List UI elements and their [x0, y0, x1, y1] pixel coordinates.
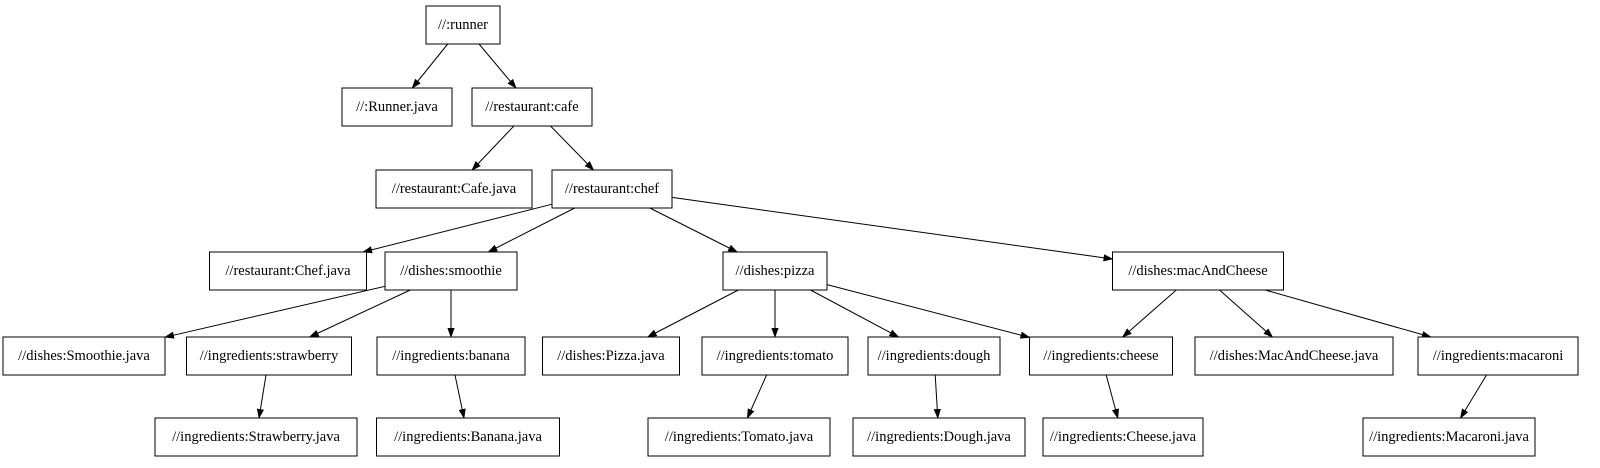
- graph-node-cheese: //ingredients:cheese: [1029, 336, 1173, 376]
- graph-node-dough: //ingredients:dough: [867, 336, 1001, 376]
- node-label-tomato: //ingredients:tomato: [717, 348, 834, 364]
- graph-edge-chef-to-pizza: [649, 207, 739, 253]
- node-label-pizza_java: //dishes:Pizza.java: [557, 348, 665, 364]
- graph-edge-chef-to-chef_java: [362, 203, 553, 254]
- node-label-pizza: //dishes:pizza: [736, 263, 815, 279]
- node-label-banana_java: //ingredients:Banana.java: [394, 429, 542, 445]
- graph-edge-pizza-to-dough: [810, 289, 900, 338]
- node-label-chef_java: //restaurant:Chef.java: [225, 263, 351, 279]
- graph-edge-smoothie-to-strawberry: [308, 289, 411, 338]
- graph-edge-macandcheese-to-macandcheese_java: [1219, 289, 1274, 338]
- node-label-tomato_java: //ingredients:Tomato.java: [665, 429, 814, 445]
- graph-edge-cafe-to-chef: [550, 125, 595, 171]
- graph-node-runner: //:runner: [425, 5, 501, 45]
- node-label-macandcheese_java: //dishes:MacAndCheese.java: [1210, 348, 1379, 364]
- node-box-smoothie_java: [2, 336, 166, 376]
- node-box-runner_java: [341, 87, 453, 127]
- node-box-chef: [551, 169, 673, 209]
- node-label-macandcheese: //dishes:macAndCheese: [1128, 263, 1267, 279]
- node-box-cafe_java: [375, 169, 533, 209]
- graph-node-cafe_java: //restaurant:Cafe.java: [375, 169, 533, 209]
- graph-edge-runner-to-runner_java: [411, 43, 449, 89]
- node-label-macaroni_java: //ingredients:Macaroni.java: [1369, 429, 1529, 445]
- node-label-strawberry_java: //ingredients:Strawberry.java: [172, 429, 340, 445]
- node-label-cheese: //ingredients:cheese: [1043, 348, 1158, 364]
- graph-node-macaroni_java: //ingredients:Macaroni.java: [1362, 417, 1536, 457]
- graph-edge-macandcheese-to-macaroni: [1264, 289, 1432, 339]
- node-label-smoothie_java: //dishes:Smoothie.java: [18, 348, 150, 364]
- node-box-pizza: [722, 251, 828, 291]
- graph-node-tomato: //ingredients:tomato: [701, 336, 849, 376]
- node-label-chef: //restaurant:chef: [565, 181, 659, 197]
- node-box-strawberry_java: [154, 417, 358, 457]
- node-box-cafe: [471, 87, 593, 127]
- node-label-cafe_java: //restaurant:Cafe.java: [392, 181, 517, 197]
- node-box-runner: [425, 5, 501, 45]
- graph-node-smoothie: //dishes:smoothie: [384, 251, 518, 291]
- node-label-macaroni: //ingredients:macaroni: [1433, 348, 1563, 364]
- node-label-cafe: //restaurant:cafe: [485, 99, 578, 115]
- graph-node-cheese_java: //ingredients:Cheese.java: [1042, 417, 1204, 457]
- graph-node-strawberry_java: //ingredients:Strawberry.java: [154, 417, 358, 457]
- graph-node-macandcheese_java: //dishes:MacAndCheese.java: [1194, 336, 1394, 376]
- graph-node-macaroni: //ingredients:macaroni: [1417, 336, 1579, 376]
- node-box-strawberry: [186, 336, 352, 376]
- graph-edge-strawberry-to-strawberry_java: [256, 374, 267, 419]
- graph-node-cafe: //restaurant:cafe: [471, 87, 593, 127]
- graph-node-strawberry: //ingredients:strawberry: [186, 336, 352, 376]
- node-label-dough_java: //ingredients:Dough.java: [867, 429, 1011, 445]
- graph-node-banana: //ingredients:banana: [376, 336, 526, 376]
- node-box-pizza_java: [542, 336, 680, 376]
- graph-node-macandcheese: //dishes:macAndCheese: [1112, 251, 1284, 291]
- graph-node-tomato_java: //ingredients:Tomato.java: [647, 417, 831, 457]
- node-box-macandcheese_java: [1194, 336, 1394, 376]
- node-box-cheese_java: [1042, 417, 1204, 457]
- graph-edge-macandcheese-to-cheese: [1121, 289, 1177, 338]
- node-box-smoothie: [384, 251, 518, 291]
- graph-edge-pizza-to-pizza_java: [646, 289, 739, 338]
- node-box-dough: [867, 336, 1001, 376]
- node-label-runner: //:runner: [438, 17, 488, 33]
- graph-node-chef: //restaurant:chef: [551, 169, 673, 209]
- node-label-banana: //ingredients:banana: [392, 348, 510, 364]
- graph-node-chef_java: //restaurant:Chef.java: [209, 251, 367, 291]
- graph-node-banana_java: //ingredients:Banana.java: [376, 417, 560, 457]
- node-box-cheese: [1029, 336, 1173, 376]
- node-box-tomato_java: [647, 417, 831, 457]
- graph-node-runner_java: //:Runner.java: [341, 87, 453, 127]
- graph-edge-chef-to-macandcheese: [671, 196, 1114, 262]
- graph-edge-pizza-to-cheese: [826, 284, 1031, 339]
- node-label-cheese_java: //ingredients:Cheese.java: [1050, 429, 1197, 445]
- graph-edge-tomato-to-tomato_java: [746, 374, 768, 419]
- graph-edge-dough-to-dough_java: [933, 374, 941, 419]
- node-label-smoothie: //dishes:smoothie: [400, 263, 502, 279]
- nodes-layer: //:runner //:Runner.java //restaurant:cafe…: [2, 5, 1579, 457]
- graph-edge-smoothie-to-smoothie_java: [164, 285, 386, 339]
- node-label-dough: //ingredients:dough: [878, 348, 992, 364]
- graph-node-pizza: //dishes:pizza: [722, 251, 828, 291]
- graph-edge-banana-to-banana_java: [454, 374, 466, 419]
- node-box-chef_java: [209, 251, 367, 291]
- node-box-macaroni_java: [1362, 417, 1536, 457]
- node-label-runner_java: //:Runner.java: [356, 99, 438, 115]
- graph-node-smoothie_java: //dishes:Smoothie.java: [2, 336, 166, 376]
- graph-node-pizza_java: //dishes:Pizza.java: [542, 336, 680, 376]
- graph-edge-macaroni-to-macaroni_java: [1459, 374, 1487, 419]
- node-box-macaroni: [1417, 336, 1579, 376]
- node-box-dough_java: [852, 417, 1026, 457]
- node-box-macandcheese: [1112, 251, 1284, 291]
- graph-edge-runner-to-cafe: [478, 43, 517, 89]
- graph-node-dough_java: //ingredients:Dough.java: [852, 417, 1026, 457]
- node-label-strawberry: //ingredients:strawberry: [200, 348, 339, 364]
- node-box-banana_java: [376, 417, 560, 457]
- edges-layer: [164, 43, 1487, 419]
- node-box-tomato: [701, 336, 849, 376]
- graph-edge-cheese-to-cheese_java: [1105, 374, 1119, 419]
- graph-edge-chef-to-smoothie: [487, 207, 575, 253]
- node-box-banana: [376, 336, 526, 376]
- graph-edge-cafe-to-cafe_java: [471, 125, 515, 171]
